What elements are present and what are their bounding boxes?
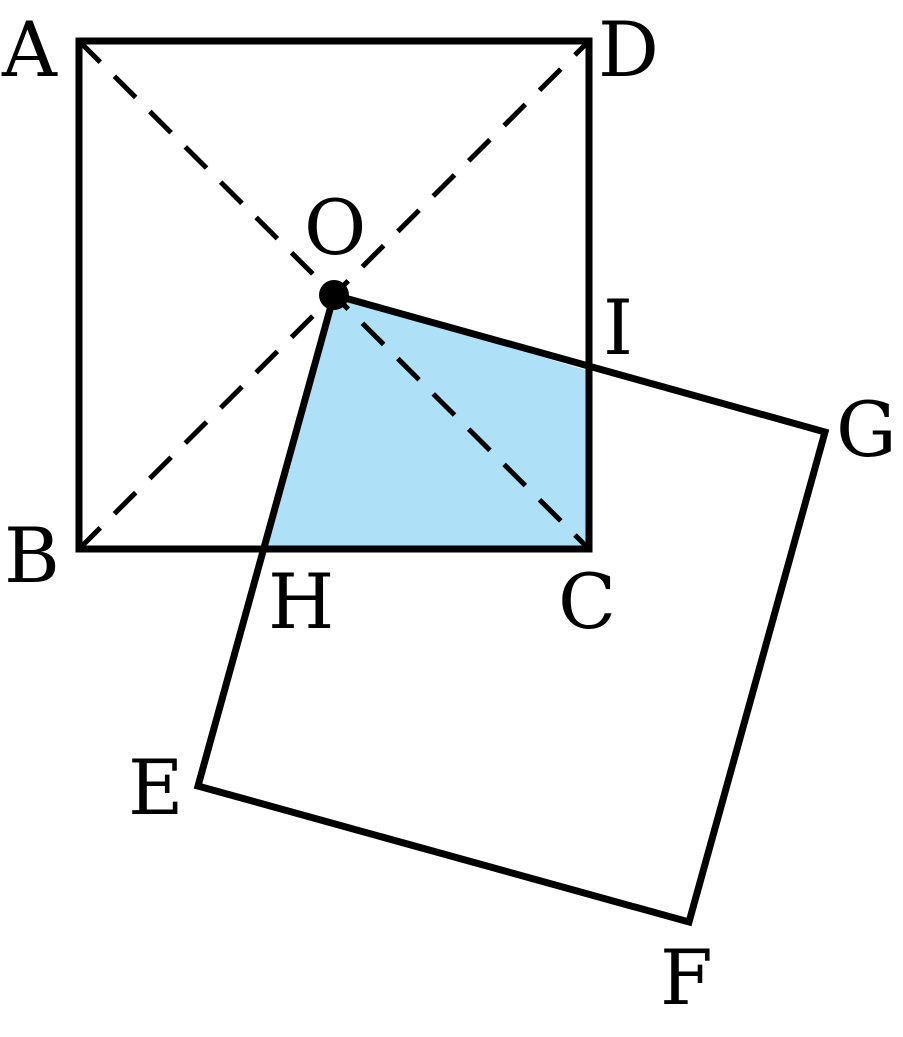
label-b: B [4, 511, 60, 600]
label-h: H [268, 557, 334, 646]
label-d: D [598, 5, 659, 94]
label-a: A [1, 5, 58, 94]
square-oefg [193, 290, 830, 927]
label-o: O [304, 183, 366, 272]
label-f: F [660, 933, 713, 1022]
overlap-region [262, 295, 589, 549]
point-o [319, 280, 349, 310]
label-e: E [128, 743, 183, 832]
label-c: C [558, 557, 616, 646]
label-g: G [836, 385, 897, 474]
label-i: I [603, 283, 633, 372]
